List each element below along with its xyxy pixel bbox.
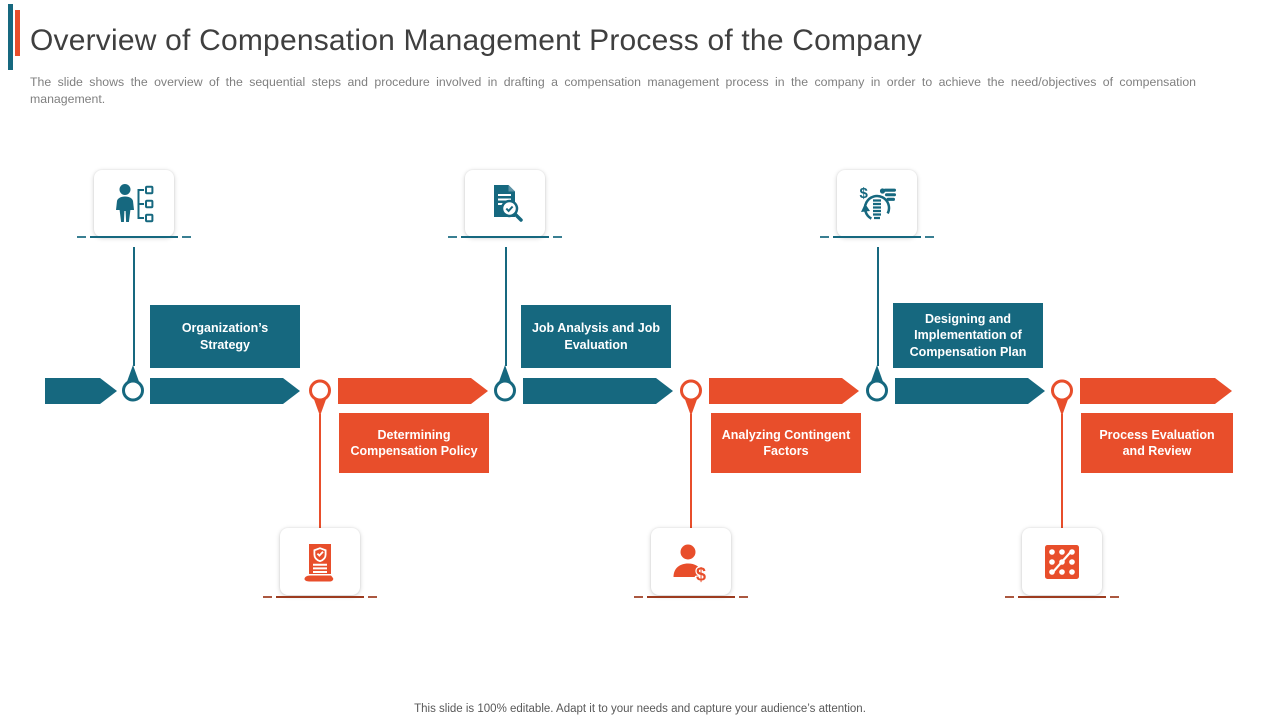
underline-dash (1110, 596, 1119, 598)
connector-line (505, 247, 507, 366)
timeline-arrow (895, 378, 1045, 404)
underline-dash (368, 596, 377, 598)
accent-bar-orange (15, 10, 20, 56)
slide-subtitle: The slide shows the overview of the sequ… (30, 75, 1196, 106)
step-label-analyzing-contingent-factors: Analyzing Contingent Factors (711, 413, 861, 473)
document-search-icon (494, 184, 523, 222)
underline-dash (925, 236, 934, 238)
footer-note: This slide is 100% editable. Adapt it to… (414, 703, 866, 715)
underline-dash (263, 596, 272, 598)
card-underline (647, 596, 735, 598)
connector-line (1061, 414, 1063, 528)
card-underline (833, 236, 921, 238)
timeline-pin-up (122, 365, 144, 402)
page-title: Overview of Compensation Management Proc… (30, 24, 923, 57)
underline-dash (448, 236, 457, 238)
card-underline (90, 236, 178, 238)
connector-line (690, 414, 692, 528)
icon-card (280, 528, 360, 595)
accent-bar-teal (8, 4, 13, 70)
dot-grid-chart-icon (1045, 544, 1079, 579)
icon-card (465, 170, 545, 237)
connector-line (877, 247, 879, 366)
timeline-arrow (45, 378, 117, 404)
step-label-designing-implementation: Designing and Implementation of Compensa… (893, 302, 1043, 368)
money-circulation-hand-icon: $ (860, 185, 896, 221)
underline-dash (634, 596, 643, 598)
step-label-text: Designing and Implementation of Compensa… (909, 311, 1027, 359)
step-label-organizations-strategy: Organization’s Strategy (150, 305, 300, 368)
card-underline (461, 236, 549, 238)
timeline-arrow (338, 378, 488, 404)
person-org-chart-icon (116, 183, 154, 222)
timeline-arrow (523, 378, 673, 404)
timeline-pin-down (680, 379, 702, 416)
timeline-arrow (709, 378, 859, 404)
step-label-text: Job Analysis and Job Evaluation (531, 321, 661, 352)
step-label-text: Organization’s Strategy (181, 321, 269, 352)
dollar-glyph: $ (860, 185, 869, 202)
icon-card: $ (651, 528, 731, 595)
timeline-pin-down (309, 379, 331, 416)
card-underline (276, 596, 364, 598)
step-label-determining-compensation-policy: Determining Compensation Policy (339, 413, 489, 473)
timeline-pin-down (1051, 379, 1073, 416)
timeline-arrow (150, 378, 300, 404)
underline-dash (553, 236, 562, 238)
underline-dash (739, 596, 748, 598)
card-underline (1018, 596, 1106, 598)
timeline-pin-up (866, 365, 888, 402)
step-label-text: Process Evaluation and Review (1099, 427, 1215, 459)
connector-line (319, 414, 321, 528)
icon-card (94, 170, 174, 237)
underline-dash (182, 236, 191, 238)
underline-dash (1005, 596, 1014, 598)
timeline-pin-up (494, 365, 516, 402)
step-label-job-analysis-evaluation: Job Analysis and Job Evaluation (521, 305, 671, 368)
step-label-text: Determining Compensation Policy (350, 427, 478, 459)
underline-dash (820, 236, 829, 238)
underline-dash (77, 236, 86, 238)
person-dollar-icon: $ (673, 544, 707, 585)
connector-line (133, 247, 135, 366)
timeline-arrow (1080, 378, 1232, 404)
step-label-text: Analyzing Contingent Factors (721, 427, 851, 459)
icon-card (1022, 528, 1102, 595)
policy-scroll-icon (304, 543, 334, 581)
icon-card: $ (837, 170, 917, 237)
step-label-process-evaluation-review: Process Evaluation and Review (1081, 413, 1233, 473)
dollar-glyph: $ (696, 564, 706, 584)
